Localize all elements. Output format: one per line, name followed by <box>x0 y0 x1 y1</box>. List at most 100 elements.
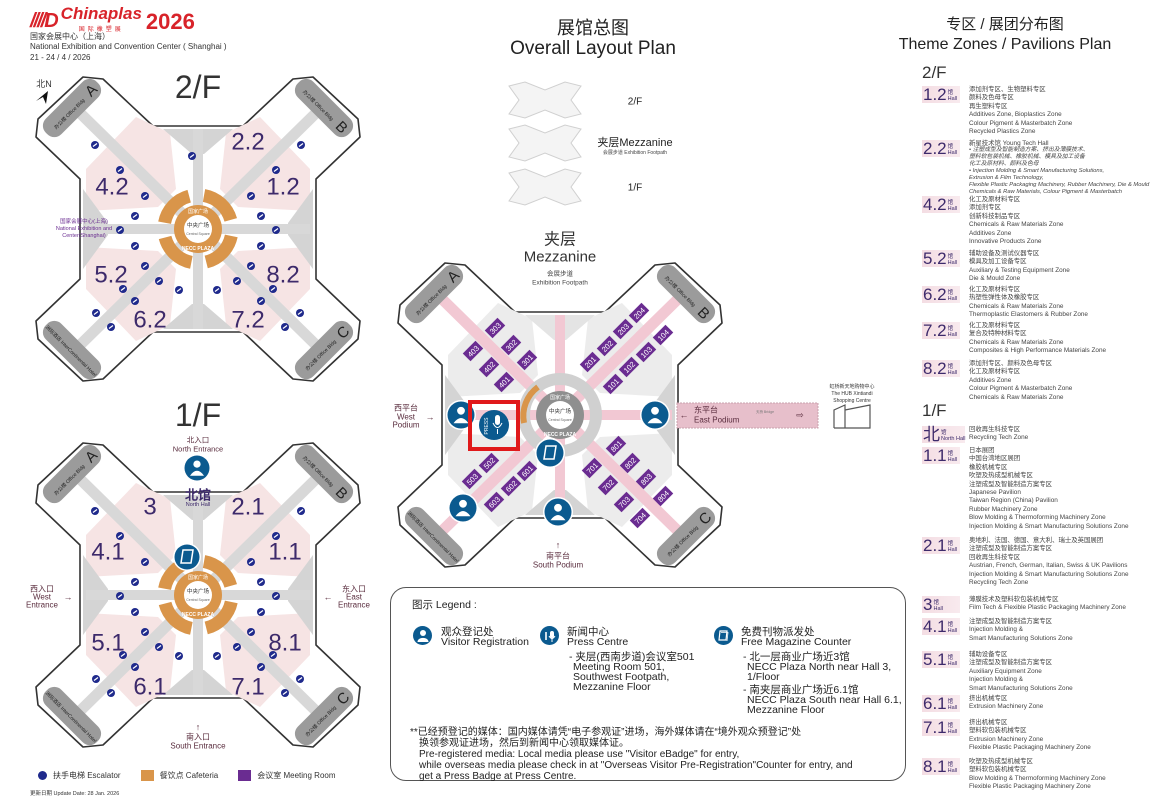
overview-level-plan <box>508 81 582 119</box>
hall-label[interactable]: 5.2 <box>94 262 127 289</box>
escalator-glyph <box>258 244 264 248</box>
hall-number: 4.1 <box>923 617 947 636</box>
hall-label[interactable]: 3 <box>143 494 156 521</box>
escalator-glyph <box>258 299 264 303</box>
central-square[interactable] <box>184 581 212 609</box>
free-magazine-icon[interactable] <box>535 438 565 468</box>
escalator-icon <box>247 628 255 636</box>
escalator-glyph <box>248 194 254 198</box>
building-cap <box>294 444 354 504</box>
zone-line: 添加剂专区、生物塑料专区 <box>969 86 1046 93</box>
escalator-icon <box>297 507 305 515</box>
south-entrance-cn: 南入口 <box>186 732 210 742</box>
legend-press-en: Press Centre <box>567 636 629 648</box>
corridor <box>438 295 564 419</box>
hall-label[interactable]: 1.1 <box>268 539 301 566</box>
escalator-glyph <box>234 279 240 283</box>
north-hall-cn[interactable]: 北馆 <box>185 488 211 503</box>
hall-label[interactable]: 1.2 <box>266 174 299 201</box>
escalator-icon <box>116 166 124 174</box>
building-cap <box>42 320 102 380</box>
central-square[interactable] <box>546 401 574 429</box>
person-head <box>651 406 659 415</box>
press-centre-icon[interactable]: PRESS <box>468 400 520 451</box>
visitor-registration-icon[interactable] <box>543 497 573 527</box>
escalator-glyph <box>282 691 288 695</box>
hall-label[interactable]: 4.2 <box>95 174 128 201</box>
building-cap <box>656 506 716 566</box>
central-square-cn: 中央广场 <box>187 221 210 229</box>
zones-floor1-heading: 1/F <box>922 401 947 420</box>
zone-line: Film Tech & Flexible Plastic Packaging M… <box>969 604 1126 612</box>
zone-description: 新星技术馆 Young Tech Hall• 注塑成型及智能制造方案、挤出及薄膜… <box>969 140 1149 196</box>
overview-title-en: Overall Layout Plan <box>510 38 676 59</box>
person-body <box>550 515 566 521</box>
east-entrance-cn: 东入口 <box>342 584 366 594</box>
east-podium-bridge[interactable] <box>676 402 819 429</box>
shopping-centre-icon <box>833 404 871 429</box>
zone-line: Austrian, French, German, Italian, Swiss… <box>969 562 1128 570</box>
visitor-registration-icon[interactable] <box>448 493 478 523</box>
meeting-room-box <box>612 318 634 340</box>
west-entrance-en: Entrance <box>26 601 59 610</box>
central-square-cn: 中央广场 <box>187 587 210 595</box>
hall-label[interactable]: 8.2 <box>266 262 299 289</box>
hall-label[interactable]: 2.2 <box>231 129 264 156</box>
zone-line: Japanese Pavilion <box>969 489 1021 497</box>
hall-label[interactable]: 7.1 <box>231 674 264 701</box>
person-head <box>457 406 465 415</box>
zone-line: 化工及原材料专区 <box>969 368 1021 376</box>
person-body <box>453 418 469 424</box>
cafeteria-area[interactable] <box>520 384 540 424</box>
legend-magazine-north: NECC Plaza North near Hall 3, <box>747 661 892 673</box>
escalator-icon <box>296 309 304 317</box>
zone-line: Smart Manufacturing Solutions Zone <box>969 634 1073 642</box>
escalator-icon <box>272 592 280 600</box>
zone-line: 化工及原材料专区 <box>969 196 1021 203</box>
escalator-glyph <box>132 610 138 614</box>
hall-label[interactable]: 4.1 <box>91 539 124 566</box>
central-square[interactable] <box>184 215 212 243</box>
hall-label[interactable]: 8.1 <box>268 630 301 657</box>
zone-description: 日本展团中国台湾地区展团橡胶机械专区吹塑及热成型机械专区注塑成型及智能制造方案专… <box>969 447 1129 531</box>
logo-brand: Chinaplas <box>60 4 142 23</box>
legend-visitor-cn: 观众登记处 <box>441 626 494 638</box>
footpath-en: Exhibition Footpath <box>532 280 588 287</box>
escalator-icon <box>257 578 265 586</box>
event-dates: 21 - 24 / 4 / 2026 <box>30 53 91 62</box>
escalator-glyph <box>258 214 264 218</box>
person-body <box>190 470 204 476</box>
zone-line: 中国台湾地区展团 <box>969 455 1021 463</box>
escalator-glyph <box>234 645 240 649</box>
level-shape <box>508 124 582 162</box>
building-cap <box>404 506 464 566</box>
escalator-glyph <box>93 311 99 315</box>
escalator-icon <box>257 608 265 616</box>
meeting-room-box <box>462 340 484 362</box>
hall-label[interactable]: 6.1 <box>133 674 166 701</box>
hall-number: 7.2 <box>923 321 947 340</box>
escalator-glyph <box>117 534 123 538</box>
necc-plaza-label: NECC PLAZA <box>544 432 577 438</box>
zone-line: Injection Molding & Smart Manufacturing … <box>969 570 1129 578</box>
zone-line: Chemicals & Raw Materials Zone <box>969 221 1064 229</box>
zone-line: Recycling Tech Zone <box>969 434 1029 442</box>
free-magazine-icon[interactable] <box>173 543 201 571</box>
east-podium-en: East Podium <box>694 416 740 425</box>
hall-label[interactable]: 7.2 <box>231 307 264 334</box>
visitor-registration-icon[interactable] <box>446 400 476 430</box>
zone-line: Innovative Products Zone <box>969 238 1042 246</box>
visitor-registration-icon[interactable] <box>183 454 211 482</box>
hall-label[interactable]: 6.2 <box>133 307 166 334</box>
escalator-glyph <box>214 654 220 658</box>
hall-label[interactable]: 2.1 <box>231 494 264 521</box>
hall-label[interactable]: 5.1 <box>91 630 124 657</box>
visitor-registration-icon[interactable] <box>640 400 670 430</box>
